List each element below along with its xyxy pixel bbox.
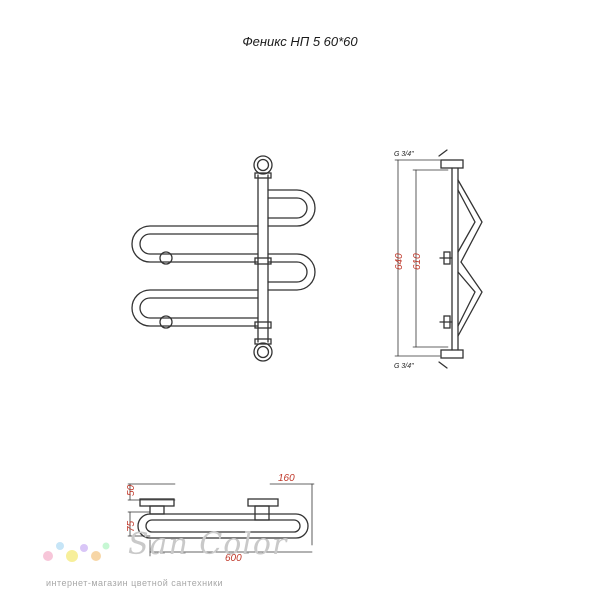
brand-tagline: интернет-магазин цветной сантехники: [46, 578, 224, 588]
height-total-label: 640: [394, 253, 405, 270]
top-view: [127, 483, 315, 557]
thread-top-label: G 3/4": [394, 151, 414, 158]
width-label: 600: [225, 553, 242, 564]
thread-bottom-label: G 3/4": [394, 363, 414, 370]
depth-top-label: 50: [126, 484, 137, 496]
brand-name: San Color: [128, 527, 288, 562]
offset-label: 160: [278, 473, 295, 484]
diagram-title: Феникс НП 5 60*60: [242, 34, 358, 49]
brand-dots-logo: [43, 542, 110, 562]
height-axis-label: 610: [412, 253, 423, 270]
side-view: [394, 149, 483, 369]
depth-rail-label: 75: [126, 520, 137, 532]
front-view: [131, 155, 316, 362]
